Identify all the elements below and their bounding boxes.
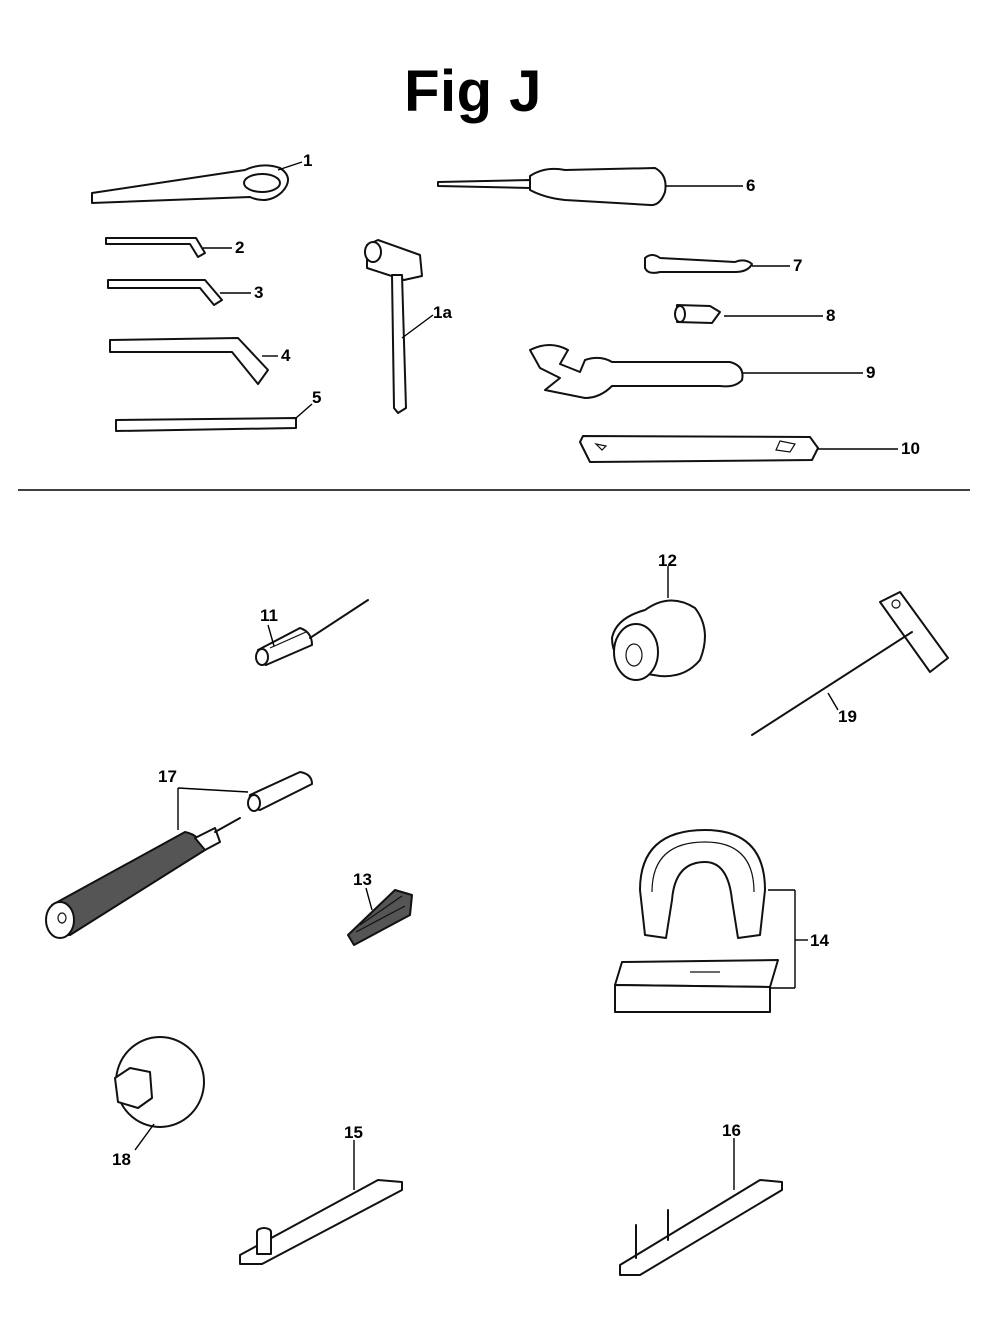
part-11-small-screwdriver: 11 bbox=[255, 599, 369, 666]
part-3-hex-key: 3 bbox=[107, 279, 263, 306]
part-8-socket: 8 bbox=[674, 304, 835, 325]
callout-8: 8 bbox=[826, 306, 835, 325]
callout-18: 18 bbox=[112, 1150, 131, 1169]
part-7-open-end-spanner: 7 bbox=[644, 254, 802, 275]
part-2-hex-key: 2 bbox=[105, 237, 244, 258]
callout-1: 1 bbox=[303, 151, 312, 170]
callout-2: 2 bbox=[235, 238, 244, 257]
callout-9: 9 bbox=[866, 363, 875, 382]
callout-10: 10 bbox=[901, 439, 920, 458]
callout-12: 12 bbox=[658, 551, 677, 570]
part-4-hex-key: 4 bbox=[109, 337, 291, 385]
part-17-grease-gun: 17 bbox=[45, 767, 313, 939]
part-14-clamp-set: 14 bbox=[614, 829, 829, 1013]
part-1a-t-socket-wrench: 1a bbox=[364, 239, 452, 414]
callout-17: 17 bbox=[158, 767, 177, 786]
callout-7: 7 bbox=[793, 256, 802, 275]
part-19-t-handle-tool: 19 bbox=[751, 591, 949, 736]
part-6-screwdriver: 6 bbox=[437, 167, 755, 207]
callout-3: 3 bbox=[254, 283, 263, 302]
part-5-pin: 5 bbox=[115, 388, 321, 432]
part-10-flat-bar-wrench: 10 bbox=[579, 435, 920, 463]
callout-4: 4 bbox=[281, 346, 291, 365]
callout-13: 13 bbox=[353, 870, 372, 889]
part-9-large-spanner: 9 bbox=[529, 344, 875, 399]
callout-15: 15 bbox=[344, 1123, 363, 1142]
part-16-locating-bar-two-pins: 16 bbox=[619, 1121, 783, 1276]
callout-1a: 1a bbox=[433, 303, 452, 322]
part-1-ring-spanner: 1 bbox=[91, 151, 312, 204]
callout-5: 5 bbox=[312, 388, 321, 407]
callout-19: 19 bbox=[838, 707, 857, 726]
callout-16: 16 bbox=[722, 1121, 741, 1140]
callout-11: 11 bbox=[260, 606, 278, 625]
part-12-bushing: 12 bbox=[611, 551, 706, 681]
part-18-puller: 18 bbox=[112, 1036, 205, 1169]
callout-14: 14 bbox=[810, 931, 829, 950]
callout-6: 6 bbox=[746, 176, 755, 195]
figure-title: Fig J bbox=[404, 59, 542, 124]
part-15-locating-bar: 15 bbox=[239, 1123, 403, 1265]
part-13-wedges: 13 bbox=[347, 870, 413, 946]
